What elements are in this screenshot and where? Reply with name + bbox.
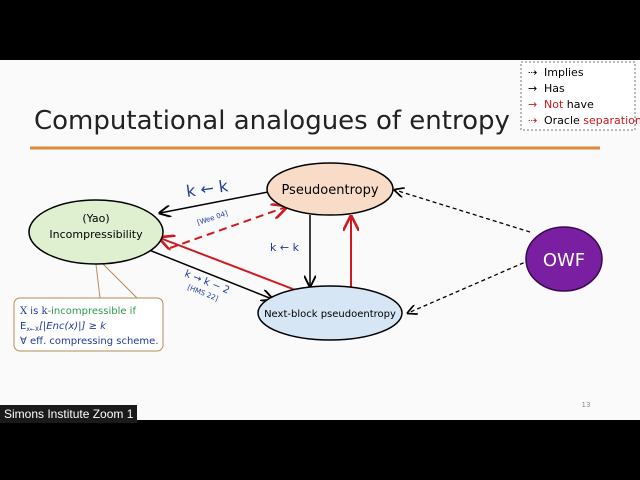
slide: Computational analogues of entropy ⇢ Imp… <box>0 60 640 420</box>
arrow-owf-to-next <box>408 259 531 313</box>
svg-text:∀ eff. compressing scheme.: ∀ eff. compressing scheme. <box>20 336 159 347</box>
legend-implies: Implies <box>544 66 584 79</box>
diagram: Computational analogues of entropy ⇢ Imp… <box>13 61 640 409</box>
legend-not-have: Not have <box>544 98 594 111</box>
svg-text:Ex←X[|Enc(x)|] ≥ k: Ex←X[|Enc(x)|] ≥ k <box>20 321 107 333</box>
slide-title: Computational analogues of entropy <box>34 106 510 136</box>
svg-text:Incompressibility: Incompressibility <box>49 228 143 241</box>
arrow-yao-to-next <box>143 247 272 299</box>
legend-oracle: Oracle separation <box>544 114 640 127</box>
arrow-oracle-yao-pseudo <box>169 207 286 249</box>
node-pseudoentropy: Pseudoentropy <box>266 162 394 216</box>
page-number: 13 <box>582 401 591 409</box>
label-wee-04: [Wee 04] <box>196 209 229 226</box>
implies-arrow-icon: ⇢ <box>528 66 537 79</box>
has-arrow-icon: → <box>528 82 537 95</box>
arrow-pseudo-to-yao <box>160 191 269 213</box>
svg-text:X is k-incompressible if: X is k-incompressible if <box>20 306 136 317</box>
callout-definition: X is k-incompressible if Ex←X[|Enc(x)|] … <box>13 297 164 352</box>
legend-has: Has <box>544 82 565 95</box>
zoom-participant-label: Simons Institute Zoom 1 <box>0 405 138 423</box>
node-owf: OWF <box>525 226 603 292</box>
arrow-owf-to-pseudo <box>395 190 531 233</box>
node-next-block-pseudoentropy: Next-block pseudoentropy <box>257 285 403 341</box>
node-yao-incompressibility: (Yao) Incompressibility <box>28 199 164 265</box>
arrow-next-to-yao-red <box>160 238 299 292</box>
svg-text:Pseudoentropy: Pseudoentropy <box>281 183 378 198</box>
svg-text:(Yao): (Yao) <box>82 212 109 225</box>
oracle-arrow-icon: ⇢ <box>528 114 537 127</box>
svg-text:Next-block pseudoentropy: Next-block pseudoentropy <box>264 309 396 320</box>
svg-text:OWF: OWF <box>543 250 585 271</box>
label-k-arrow-k-mid: k ← k <box>270 241 300 254</box>
legend: ⇢ Implies → Has → Not have ⇢ Oracle sepa… <box>520 61 640 131</box>
not-have-arrow-icon: → <box>528 98 537 111</box>
label-k-arrow-k-top: k ← k <box>185 176 230 201</box>
